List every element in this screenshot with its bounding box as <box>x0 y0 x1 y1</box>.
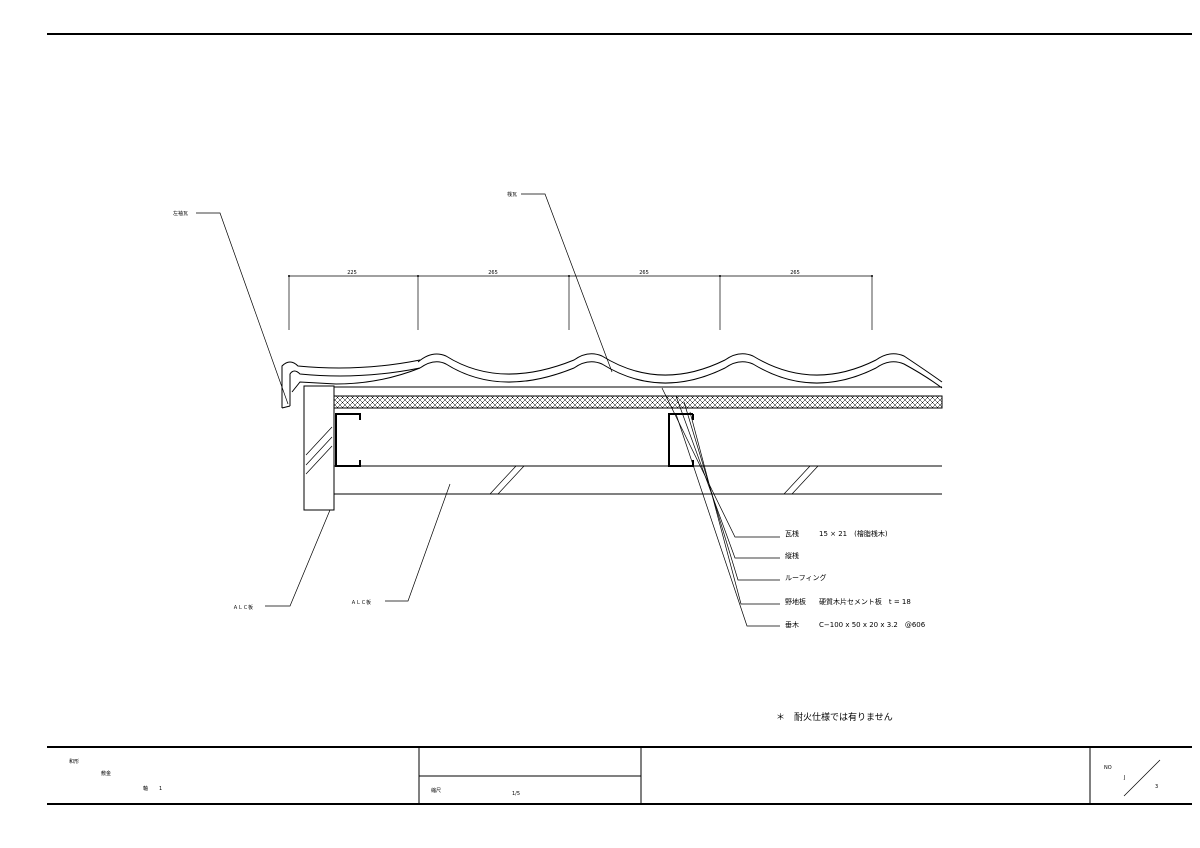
dimension-2: 265 <box>488 270 498 276</box>
dimension-3: 265 <box>639 270 649 276</box>
dimension-1: 225 <box>347 270 357 276</box>
leader-lines <box>196 193 780 627</box>
callout-spec-1: 15 × 21 (檜脂桟木) <box>819 529 888 538</box>
sheet-no-label: NO <box>1104 765 1112 771</box>
scale-label: 縮尺 <box>431 787 441 794</box>
roof-section: 225 265 265 265 <box>173 191 943 723</box>
label-sode-gawara: 左袖瓦 <box>173 210 188 217</box>
title-block <box>47 746 1192 805</box>
sheathing-board-hatch <box>333 395 943 409</box>
label-sangawara: 桟瓦 <box>507 191 517 198</box>
callout-name-1: 瓦桟 <box>785 529 799 538</box>
sheet-no-numerator: J <box>1123 775 1125 781</box>
title-cell-line2: 敷金 <box>101 770 111 777</box>
sheet-no-denominator: 3 <box>1155 784 1158 790</box>
title-cell-line1: 和形 <box>69 758 79 765</box>
callout-spec-4: 硬質木片セメント板 t = 18 <box>819 597 911 606</box>
title-cell-line3: 軸 <box>143 785 148 792</box>
callout-name-4: 野地板 <box>785 597 806 606</box>
dimension-4: 265 <box>790 270 800 276</box>
roof-tiles <box>281 353 943 409</box>
callout-name-5: 垂木 <box>785 620 799 629</box>
callout-spec-5: C−100 x 50 x 20 x 3.2 @606 <box>819 621 926 629</box>
label-alc-right: ＡＬＣ板 <box>351 599 371 606</box>
callout-name-3: ルーフィング <box>785 573 826 582</box>
c-channel-left <box>335 413 361 467</box>
c-channel-right <box>668 413 694 467</box>
alc-panel-left <box>303 385 335 511</box>
callout-name-2: 縦桟 <box>785 551 799 560</box>
note-not-fireproof: ＊ 耐火仕様では有りません <box>776 711 893 723</box>
label-alc-left: ＡＬＣ板 <box>233 604 253 611</box>
dimension-line <box>288 275 873 330</box>
title-cell-line3-value: 1 <box>159 786 162 792</box>
scale-value: 1/5 <box>512 791 520 797</box>
